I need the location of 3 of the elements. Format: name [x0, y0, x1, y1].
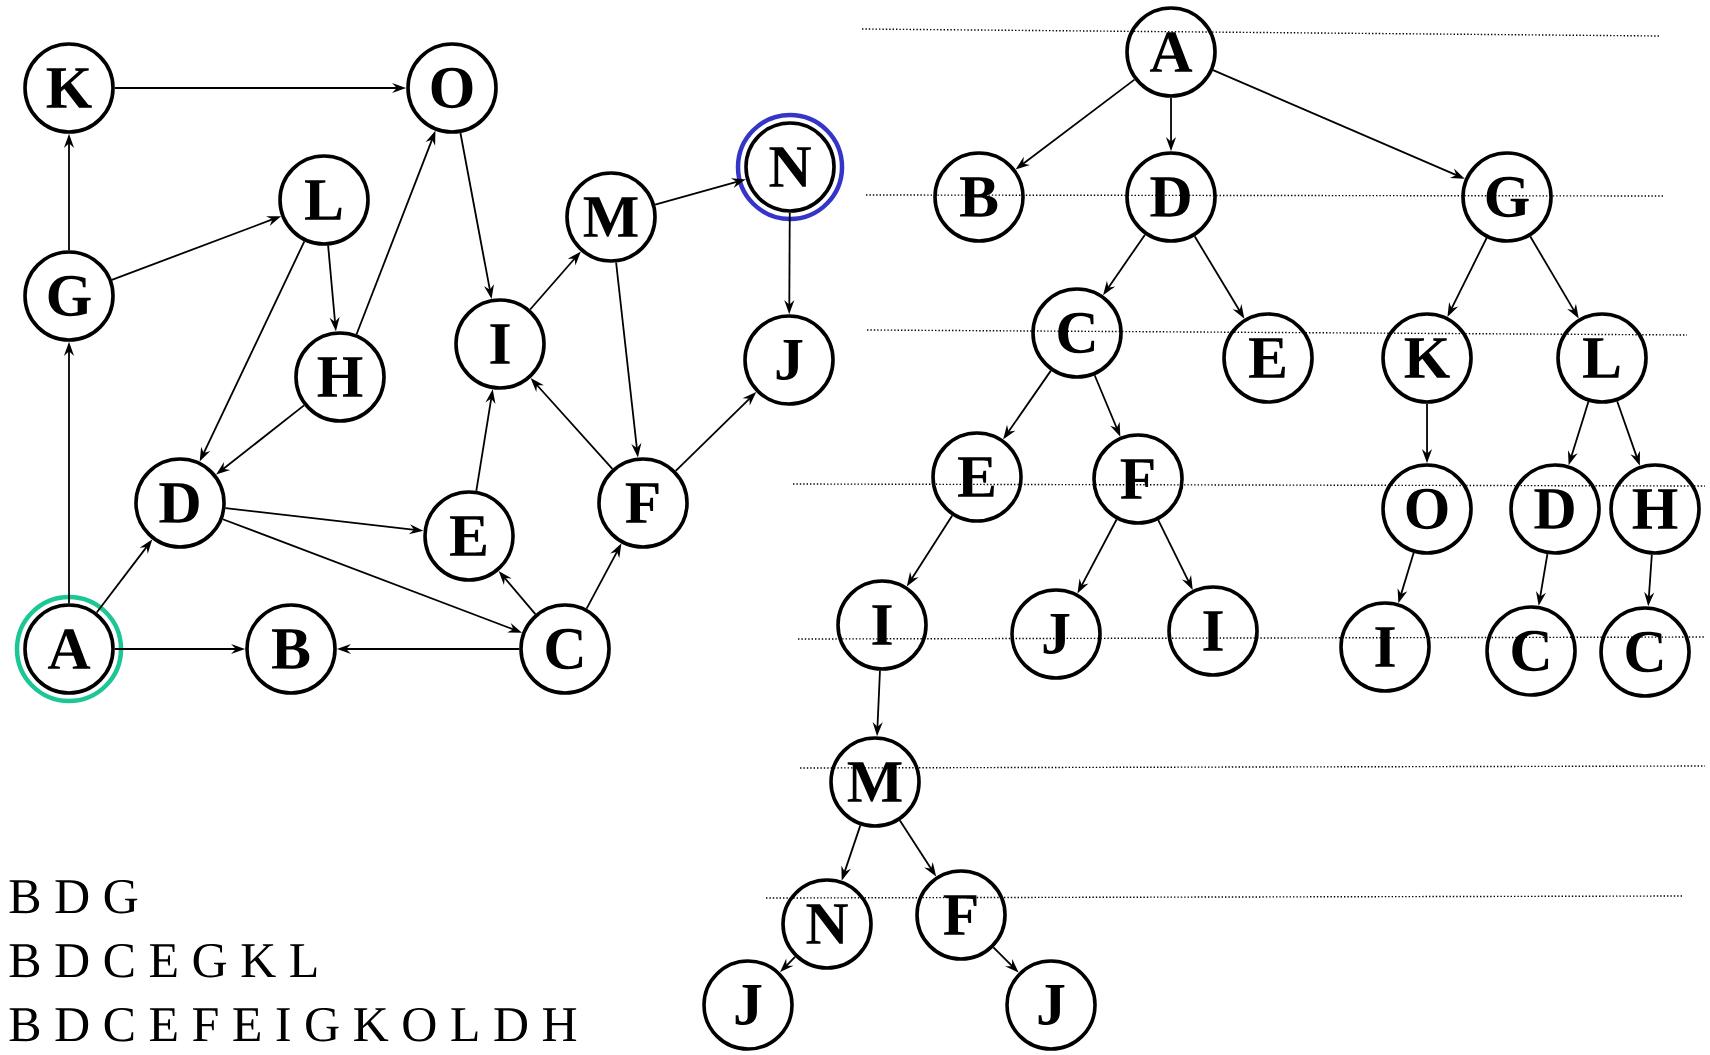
- traversal-sequence: B D C E G K L: [9, 943, 317, 978]
- traversal-sequence: B D C E F E I G K O L D H: [9, 1007, 577, 1042]
- traversal-sequence: B D G: [9, 879, 138, 914]
